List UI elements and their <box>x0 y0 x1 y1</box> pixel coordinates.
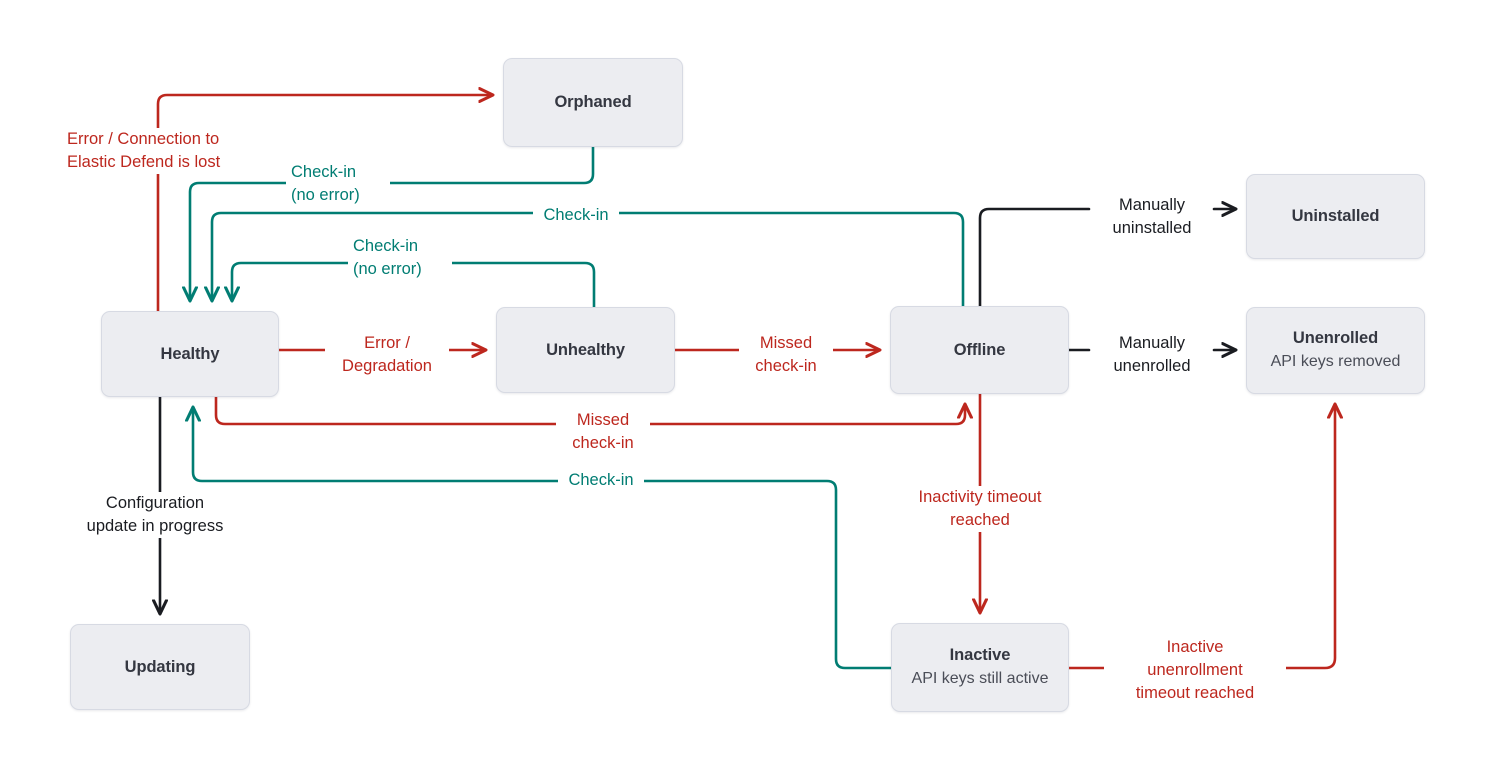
lbl-error-degradation: Error / Degradation <box>325 332 449 378</box>
node-offline-title: Offline <box>953 340 1006 359</box>
path-healthy-to-orphaned <box>156 95 492 313</box>
lbl-missed-unhealthy: Missed check-in <box>739 332 833 378</box>
node-unenrolled-title: Unenrolled <box>1292 329 1379 348</box>
node-unenrolled-subtitle: API keys removed <box>1270 352 1401 370</box>
lbl-error-connection: Error / Connection to Elastic Defend is … <box>62 128 252 174</box>
lbl-inactive-unenroll: Inactive unenrollment timeout reached <box>1104 636 1286 705</box>
lbl-checkin-noerror-mid: Check-in (no error) <box>348 235 452 281</box>
lbl-checkin-noerror-top: Check-in (no error) <box>286 161 390 207</box>
node-inactive-title: Inactive <box>949 646 1011 665</box>
node-uninstalled[interactable]: Uninstalled <box>1246 174 1425 259</box>
path-inactive-to-unenrolled <box>1067 405 1335 670</box>
node-updating[interactable]: Updating <box>70 624 250 710</box>
node-offline[interactable]: Offline <box>890 306 1069 394</box>
lbl-manually-uninstalled: Manually uninstalled <box>1100 194 1204 240</box>
lbl-inactivity-timeout: Inactivity timeout reached <box>890 486 1070 532</box>
lbl-checkin-offline: Check-in <box>533 204 619 227</box>
node-orphaned[interactable]: Orphaned <box>503 58 683 147</box>
node-healthy[interactable]: Healthy <box>101 311 279 397</box>
node-updating-title: Updating <box>124 657 196 676</box>
node-orphaned-title: Orphaned <box>554 93 632 112</box>
lbl-missed-healthy: Missed check-in <box>556 409 650 455</box>
path-orphaned-to-healthy <box>190 145 595 300</box>
path-inactive-to-healthy <box>193 408 893 670</box>
node-uninstalled-title: Uninstalled <box>1291 207 1380 226</box>
node-inactive-subtitle: API keys still active <box>911 669 1049 687</box>
path-offline-to-healthy <box>212 211 965 308</box>
lbl-configuration-update: Configuration update in progress <box>64 492 246 538</box>
node-unhealthy[interactable]: Unhealthy <box>496 307 675 393</box>
path-offline-to-uninstalled <box>978 207 1091 308</box>
lbl-manually-unenrolled: Manually unenrolled <box>1100 332 1204 378</box>
node-unhealthy-title: Unhealthy <box>546 340 625 359</box>
node-healthy-title: Healthy <box>160 344 220 363</box>
lbl-checkin-inactive: Check-in <box>558 469 644 492</box>
